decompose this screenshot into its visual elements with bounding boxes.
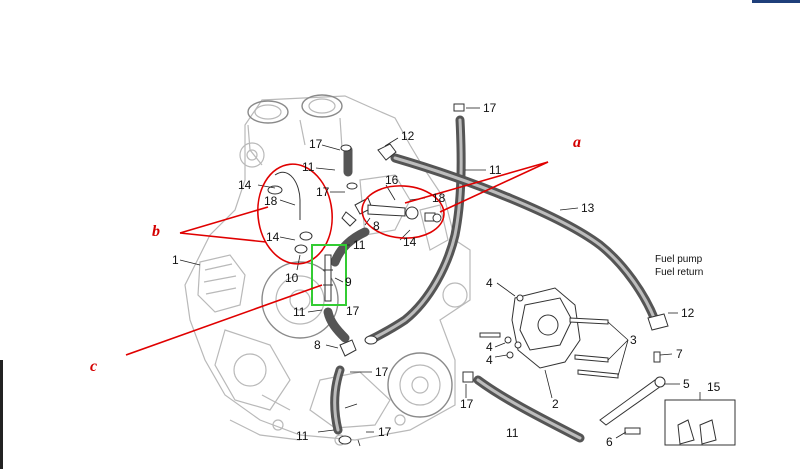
part-number: 17: [346, 304, 360, 318]
engine-block: [184, 94, 471, 446]
part-number: 17: [378, 425, 392, 439]
callout-b: b: [152, 223, 160, 240]
fuel-hoses: [323, 115, 660, 443]
part-number: 12: [681, 306, 695, 320]
window-top-edge: [752, 0, 800, 3]
clamps-and-fittings: [267, 103, 669, 445]
part-number: 17: [316, 185, 330, 199]
part-number: 13: [581, 201, 595, 215]
part-number: 8: [373, 219, 380, 233]
part-number-labels: 17 12 17 11 11 14 16 18 17 18 13 8 14 14…: [172, 101, 721, 449]
part-number: 4: [486, 276, 493, 290]
part-number: 11: [293, 305, 306, 319]
window-left-edge: [0, 360, 3, 469]
part-number: 11: [302, 160, 315, 174]
part-number: 11: [353, 238, 366, 252]
part-number: 14: [266, 230, 280, 244]
highlight-box-c: [311, 244, 347, 306]
part-number: 7: [676, 347, 683, 361]
part-number: 17: [483, 101, 497, 115]
part-number: 3: [630, 333, 637, 347]
leader-lines: [179, 107, 701, 447]
fuel-pump-assembly: [479, 287, 736, 446]
part-number: 10: [285, 271, 299, 285]
part-number: 14: [238, 178, 252, 192]
part-number: 17: [309, 137, 323, 151]
part-number: 11: [506, 426, 519, 440]
highlight-markings: [125, 161, 549, 356]
callout-c: c: [90, 358, 97, 375]
part-number: 16: [385, 173, 399, 187]
part-number: 17: [375, 365, 389, 379]
part-number: 11: [489, 163, 502, 177]
part-number: 1: [172, 253, 179, 267]
part-number: 9: [345, 275, 352, 289]
fuel-pump-label: Fuel pump: [655, 254, 703, 265]
part-number: 12: [401, 129, 415, 143]
part-number: 18: [264, 194, 278, 208]
part-number: 2: [552, 397, 559, 411]
highlight-ellipse-b: [257, 163, 333, 265]
part-number: 4: [486, 353, 493, 367]
part-number: 6: [606, 435, 613, 449]
part-number: 11: [296, 429, 309, 443]
callout-a: a: [573, 134, 581, 151]
highlight-ellipse-a: [361, 185, 445, 239]
part-number: 4: [486, 340, 493, 354]
part-number: 18: [432, 191, 446, 205]
fuel-return-label: Fuel return: [655, 267, 703, 278]
part-number: 17: [460, 397, 474, 411]
part-number: 5: [683, 377, 690, 391]
part-number: 15: [707, 380, 721, 394]
part-number: 14: [403, 235, 417, 249]
part-number: 8: [314, 338, 321, 352]
